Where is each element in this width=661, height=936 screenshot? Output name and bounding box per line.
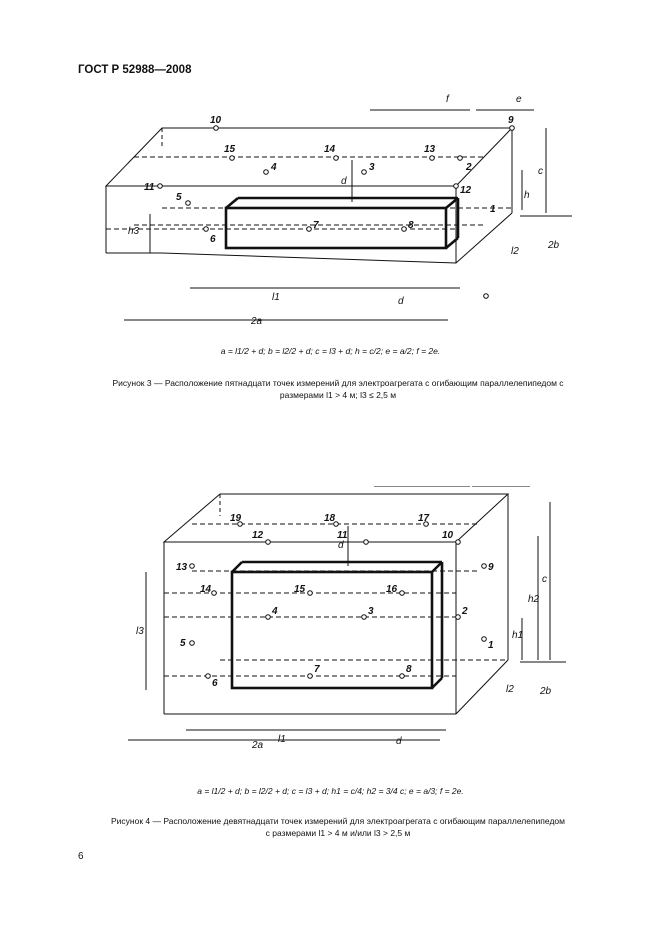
fig4-point-6: 6 <box>212 678 218 689</box>
fig3-point-3: 3 <box>369 162 375 173</box>
fig3-point-10: 10 <box>210 115 222 126</box>
fig4-point-7: 7 <box>314 664 320 675</box>
figure-4-drawing: 1 2 3 4 5 6 7 8 9 10 11 12 13 14 15 16 1… <box>0 474 661 751</box>
page-number: 6 <box>78 851 84 862</box>
fig4-point-11: 11 <box>337 530 348 541</box>
figure-3-caption-line-1: Рисунок 3 — Расположение пятнадцати точе… <box>112 378 564 388</box>
fig3-point-13: 13 <box>424 144 436 155</box>
fig4-point-16: 16 <box>386 584 398 595</box>
fig4-outer-top-face <box>162 493 510 543</box>
fig4-point-14: 14 <box>200 584 212 595</box>
fig3-point-6: 6 <box>210 234 216 245</box>
fig3-point-7: 7 <box>313 220 319 231</box>
fig4-dim-l1: l1 <box>278 734 286 745</box>
fig4-dim-c: c <box>542 574 547 585</box>
standard-header: ГОСТ Р 52988—2008 <box>78 64 192 76</box>
fig4-point-18: 18 <box>324 513 336 524</box>
fig4-dim-d-top: d <box>338 540 344 551</box>
fig3-dim-2a: 2a <box>250 316 263 327</box>
fig4-point-19: 19 <box>230 513 242 524</box>
fig3-point-12: 12 <box>460 185 472 196</box>
fig4-point-3: 3 <box>368 606 374 617</box>
fig4-point-5: 5 <box>180 638 186 649</box>
fig4-point-10: 10 <box>442 530 454 541</box>
figure-3-caption-line-2: размерами l1 > 4 м; l3 ≤ 2,5 м <box>279 390 397 400</box>
figure-4-caption-line-2: с размерами l1 > 4 м и/или l3 > 2,5 м <box>265 828 411 838</box>
figure-3-caption: Рисунок 3 — Расположение пятнадцати точе… <box>78 377 598 401</box>
fig4-point-17: 17 <box>418 513 430 524</box>
fig3-point-9: 9 <box>508 115 514 126</box>
fig3-dim-c: c <box>538 166 543 177</box>
figure-3-drawing: 1 2 3 4 5 6 7 8 9 10 11 12 13 14 15 f e … <box>0 88 661 336</box>
fig3-dim-f: f <box>446 94 450 105</box>
fig3-dim-l1: l1 <box>272 292 280 303</box>
fig3-point-5: 5 <box>176 192 182 203</box>
fig3-dim-l2: l2 <box>511 246 519 257</box>
fig3-dim-e: e <box>516 94 522 105</box>
fig4-dim-h1: h1 <box>512 630 523 641</box>
fig3-dim-2b: 2b <box>547 240 560 251</box>
fig3-point-8: 8 <box>408 220 414 231</box>
figure-4-svg: 1 2 3 4 5 6 7 8 9 10 11 12 13 14 15 16 1… <box>128 474 566 751</box>
fig4-dim-l2: l2 <box>506 684 514 695</box>
figure-4-caption-line-1: Рисунок 4 — Расположение девятнадцати то… <box>111 816 565 826</box>
fig3-point-11: 11 <box>144 182 155 193</box>
fig4-point-2: 2 <box>461 606 468 617</box>
fig4-dim-2b: 2b <box>539 686 552 697</box>
fig3-point-2: 2 <box>465 162 472 173</box>
fig4-dim-2a: 2a <box>251 740 264 748</box>
fig4-point-13: 13 <box>176 562 188 573</box>
figure-3-svg: 1 2 3 4 5 6 7 8 9 10 11 12 13 14 15 f e … <box>104 94 572 327</box>
fig4-point-4: 4 <box>271 606 278 617</box>
fig3-dim-h3: h3 <box>128 226 140 237</box>
fig4-point-15: 15 <box>294 584 306 595</box>
figure-4-formula: a = l1/2 + d; b = l2/2 + d; c = l3 + d; … <box>197 786 464 796</box>
fig3-point-1: 1 <box>490 204 496 215</box>
fig3-dim-d-bottom: d <box>398 296 404 307</box>
fig4-point-8: 8 <box>406 664 412 675</box>
fig4-point-1: 1 <box>488 640 494 651</box>
fig3-outer-bottom <box>161 212 513 264</box>
fig4-point-9: 9 <box>488 562 494 573</box>
fig3-point-4: 4 <box>270 162 277 173</box>
fig3-dim-h: h <box>524 190 530 201</box>
figure-4-caption: Рисунок 4 — Расположение девятнадцати то… <box>78 815 598 839</box>
fig3-dim-d-top: d <box>341 176 347 187</box>
fig4-point-12: 12 <box>252 530 264 541</box>
fig3-point-14: 14 <box>324 144 336 155</box>
fig4-dim-l3: l3 <box>136 626 144 637</box>
figure-3-formula: a = l1/2 + d; b = l2/2 + d; c = l3 + d; … <box>220 346 441 356</box>
fig3-point-15: 15 <box>224 144 236 155</box>
fig4-dim-d-bottom: d <box>396 736 402 747</box>
fig4-dim-h2: h2 <box>528 594 540 605</box>
